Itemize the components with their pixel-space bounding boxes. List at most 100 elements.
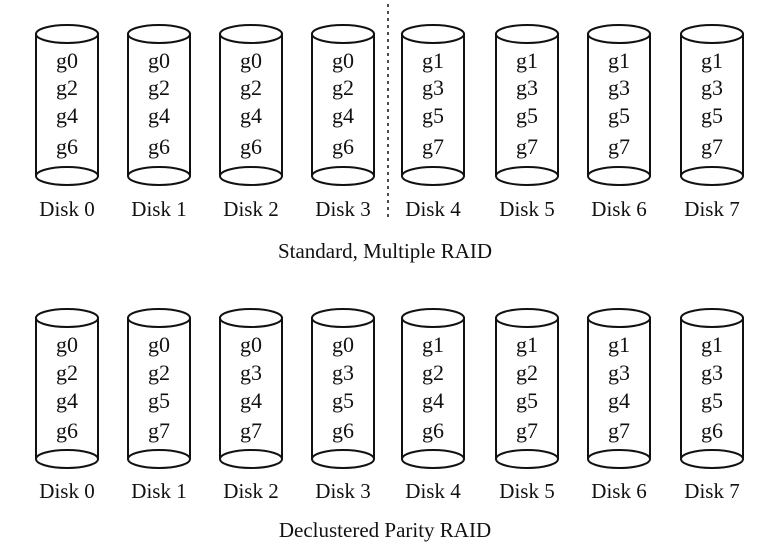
disk-bottom-rim bbox=[219, 449, 283, 460]
parity-group-label: g7 bbox=[148, 418, 170, 443]
parity-group-label: g3 bbox=[516, 75, 538, 100]
disk-label: Disk 7 bbox=[684, 197, 739, 221]
parity-group-label: g0 bbox=[332, 332, 354, 357]
disk-bottom-rim bbox=[311, 449, 375, 460]
disk-top-rim bbox=[35, 24, 99, 44]
parity-group-label: g5 bbox=[148, 388, 170, 413]
parity-group-label: g5 bbox=[332, 388, 354, 413]
disk-top-rim bbox=[495, 24, 559, 44]
disk-body bbox=[35, 33, 99, 186]
parity-group-label: g1 bbox=[701, 332, 723, 357]
parity-group-label: g0 bbox=[148, 48, 170, 73]
parity-group-label: g6 bbox=[701, 418, 723, 443]
disk-label: Disk 2 bbox=[223, 197, 278, 221]
parity-group-label: g1 bbox=[422, 48, 444, 73]
parity-group-label: g6 bbox=[148, 134, 170, 159]
parity-group-label: g6 bbox=[332, 134, 354, 159]
parity-group-label: g7 bbox=[516, 134, 538, 159]
disk-bottom-rim bbox=[35, 166, 99, 177]
parity-group-label: g2 bbox=[148, 360, 170, 385]
parity-group-label: g1 bbox=[608, 332, 630, 357]
disk-top-rim bbox=[311, 308, 375, 328]
disk-bottom-rim bbox=[311, 166, 375, 177]
disk-body bbox=[495, 317, 559, 469]
parity-group-label: g6 bbox=[332, 418, 354, 443]
disk-label: Disk 0 bbox=[39, 479, 94, 503]
parity-group-label: g7 bbox=[608, 418, 630, 443]
parity-group-label: g7 bbox=[422, 134, 444, 159]
disk-top-rim bbox=[219, 24, 283, 44]
disk-label: Disk 5 bbox=[499, 197, 554, 221]
disk-label: Disk 3 bbox=[315, 197, 370, 221]
parity-group-label: g0 bbox=[332, 48, 354, 73]
parity-group-label: g0 bbox=[56, 332, 78, 357]
disk-body bbox=[311, 33, 375, 186]
parity-group-label: g3 bbox=[608, 75, 630, 100]
parity-group-label: g3 bbox=[608, 360, 630, 385]
disk-bottom-rim bbox=[219, 166, 283, 177]
disk-label: Disk 6 bbox=[591, 197, 646, 221]
disk-bottom-rim bbox=[680, 449, 744, 460]
parity-group-label: g5 bbox=[516, 103, 538, 128]
disk-label: Disk 4 bbox=[405, 479, 461, 503]
parity-group-label: g2 bbox=[56, 360, 78, 385]
parity-group-label: g1 bbox=[701, 48, 723, 73]
parity-group-label: g4 bbox=[56, 388, 78, 413]
disk-top-rim bbox=[311, 24, 375, 44]
parity-group-label: g2 bbox=[332, 75, 354, 100]
parity-group-label: g2 bbox=[56, 75, 78, 100]
parity-group-label: g7 bbox=[516, 418, 538, 443]
disk-label: Disk 5 bbox=[499, 479, 554, 503]
disk-body bbox=[680, 317, 744, 469]
disk-top-rim bbox=[587, 24, 651, 44]
disk-top-rim bbox=[495, 308, 559, 328]
disk-bottom-rim bbox=[495, 449, 559, 460]
disk-top-rim bbox=[219, 308, 283, 328]
disk-body bbox=[127, 33, 191, 186]
disk-bottom-rim bbox=[587, 166, 651, 177]
parity-group-label: g0 bbox=[240, 332, 262, 357]
parity-group-label: g4 bbox=[608, 388, 630, 413]
disk-body bbox=[587, 33, 651, 186]
parity-group-label: g3 bbox=[240, 360, 262, 385]
parity-group-label: g1 bbox=[516, 48, 538, 73]
parity-group-label: g0 bbox=[148, 332, 170, 357]
disk-label: Disk 2 bbox=[223, 479, 278, 503]
parity-group-label: g7 bbox=[240, 418, 262, 443]
parity-group-label: g3 bbox=[332, 360, 354, 385]
disk-label: Disk 1 bbox=[131, 197, 186, 221]
disk-bottom-rim bbox=[587, 449, 651, 460]
parity-group-label: g6 bbox=[240, 134, 262, 159]
disk-body bbox=[311, 317, 375, 469]
disk-label: Disk 7 bbox=[684, 479, 739, 503]
parity-group-label: g1 bbox=[608, 48, 630, 73]
disk-bottom-rim bbox=[401, 166, 465, 177]
disk-bottom-rim bbox=[495, 166, 559, 177]
parity-group-label: g2 bbox=[422, 360, 444, 385]
disk-top-rim bbox=[587, 308, 651, 328]
parity-group-label: g2 bbox=[240, 75, 262, 100]
disk-label: Disk 0 bbox=[39, 197, 94, 221]
disk-body bbox=[680, 33, 744, 186]
disk-bottom-rim bbox=[680, 166, 744, 177]
parity-group-label: g6 bbox=[422, 418, 444, 443]
parity-group-label: g5 bbox=[422, 103, 444, 128]
parity-group-label: g4 bbox=[148, 103, 170, 128]
disk-body bbox=[401, 33, 465, 186]
parity-group-label: g5 bbox=[701, 388, 723, 413]
disk-bottom-rim bbox=[127, 166, 191, 177]
parity-group-label: g2 bbox=[148, 75, 170, 100]
